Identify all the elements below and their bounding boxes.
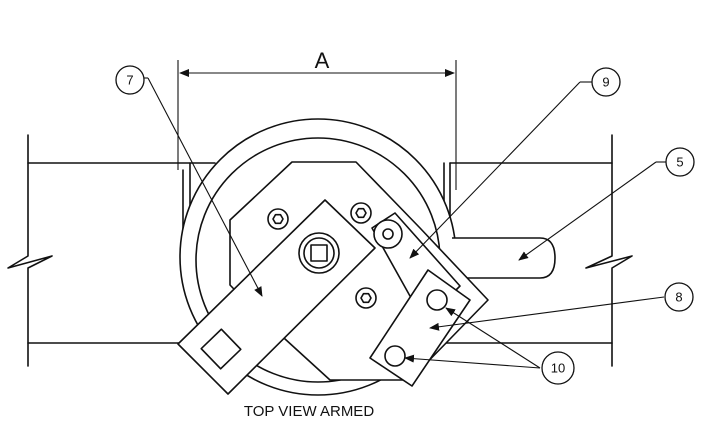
pivot-circle (373, 219, 403, 249)
pin-upper (426, 289, 448, 311)
callout-8: 8 (664, 282, 694, 312)
hub (298, 232, 340, 274)
callout-9: 9 (591, 67, 621, 97)
arm-square-hole (200, 328, 242, 370)
slot-part-5 (452, 237, 556, 279)
svg-text:10: 10 (551, 361, 565, 376)
callout-7: 7 (115, 65, 145, 95)
caption: TOP VIEW ARMED (244, 403, 374, 420)
pivot-hole (382, 228, 394, 240)
leader-lines (144, 77, 666, 369)
dimension-a-label: A (315, 48, 330, 73)
pin-lower (384, 345, 406, 367)
hex-bolt-2 (350, 202, 372, 224)
svg-text:5: 5 (676, 155, 683, 170)
callout-5: 5 (665, 147, 695, 177)
svg-text:8: 8 (675, 290, 682, 305)
svg-text:9: 9 (602, 75, 609, 90)
callout-10: 10 (541, 351, 575, 385)
svg-text:7: 7 (126, 73, 133, 88)
dimension-a: A (177, 48, 457, 190)
hex-bolt-1 (267, 208, 289, 230)
hex-bolt-3 (355, 287, 377, 309)
